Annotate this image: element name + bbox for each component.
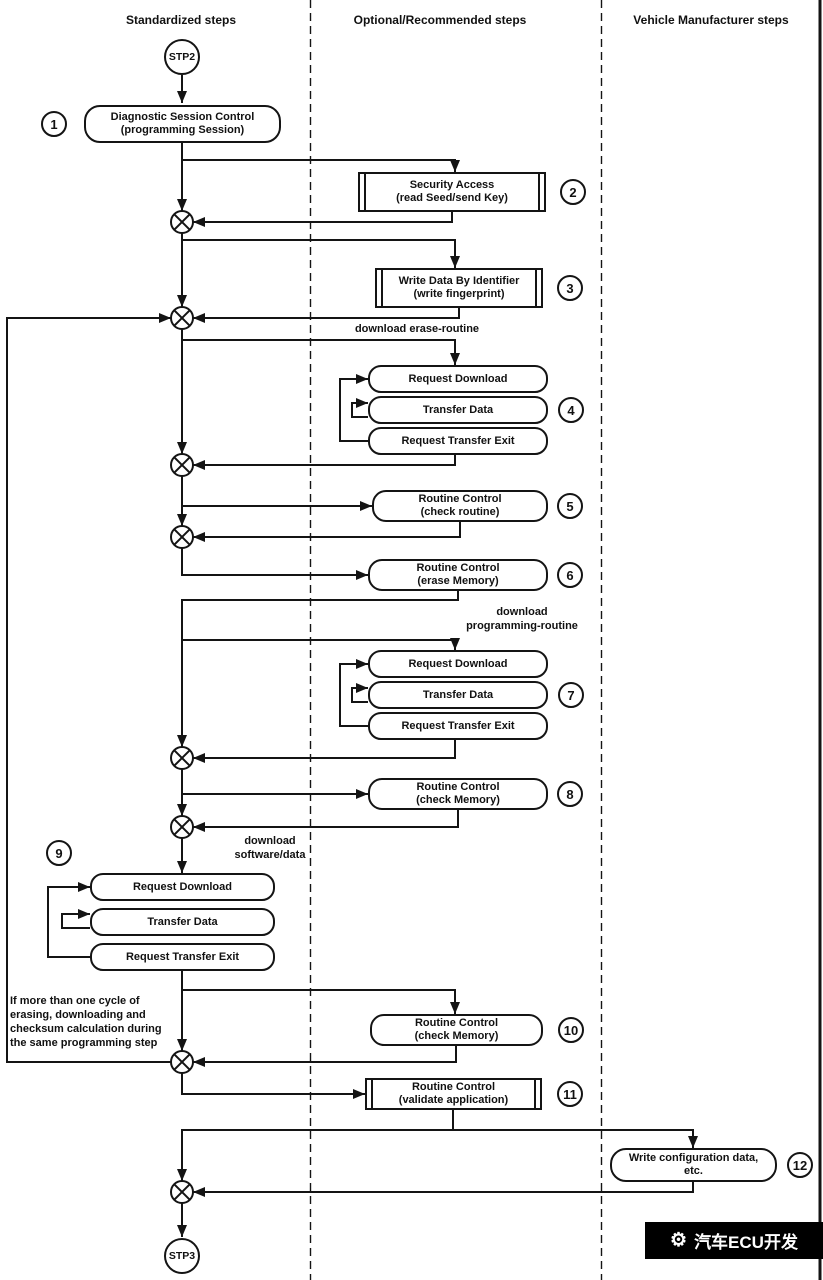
step-write-configuration-data: Write configuration data, etc. — [610, 1148, 777, 1182]
edge-group4-loop-outer — [339, 374, 368, 442]
xor-junction-4 — [170, 525, 194, 549]
edge-group9-loop-outer — [47, 882, 90, 958]
step-number-5: 5 — [557, 493, 583, 519]
step-number-9: 9 — [46, 840, 72, 866]
label-download-erase-routine: download erase-routine — [354, 323, 480, 335]
column-header-manufacturer: Vehicle Manufacturer steps — [633, 13, 789, 27]
step-request-download-4: Request Download — [368, 365, 548, 393]
edge-group7-loop-inner — [351, 683, 368, 703]
edge-branch-download-group7 — [182, 638, 460, 650]
step-transfer-data-4: Transfer Data — [368, 396, 548, 424]
edge-write-config-return — [193, 1182, 694, 1197]
edge-branch-check-memory10 — [182, 989, 460, 1014]
watermark-banner: ⚙ 汽车ECU开发 — [645, 1222, 823, 1259]
step-request-download-7: Request Download — [368, 650, 548, 678]
step-diagnostic-session-control: Diagnostic Session Control (programming … — [84, 105, 281, 143]
edge-validate-to-write-config — [453, 1129, 698, 1148]
edge-group7-return — [193, 740, 456, 763]
step-number-7: 7 — [558, 682, 584, 708]
edge-check-memory8-return — [193, 810, 459, 832]
step-number-11: 11 — [557, 1081, 583, 1107]
xor-junction-1 — [170, 210, 194, 234]
step-transfer-data-7: Transfer Data — [368, 681, 548, 709]
step-routine-control-check-routine: Routine Control (check routine) — [372, 490, 548, 522]
edge-security-access-return — [193, 212, 453, 227]
column-header-standardized: Standardized steps — [125, 13, 237, 27]
step-request-transfer-exit-4: Request Transfer Exit — [368, 427, 548, 455]
xor-junction-7 — [170, 1050, 194, 1074]
column-header-optional: Optional/Recommended steps — [353, 13, 527, 27]
xor-junction-5 — [170, 746, 194, 770]
edge-xor4-erase-memory — [181, 548, 368, 580]
edge-branch-security-access — [182, 159, 460, 172]
gear-logo-icon: ⚙ — [670, 1230, 688, 1251]
xor-junction-3 — [170, 453, 194, 477]
terminal-stp3: STP3 — [164, 1238, 200, 1274]
step-request-download-9: Request Download — [90, 873, 275, 901]
step-number-3: 3 — [557, 275, 583, 301]
xor-junction-8 — [170, 1180, 194, 1204]
step-number-10: 10 — [558, 1017, 584, 1043]
step-routine-control-check-memory-8: Routine Control (check Memory) — [368, 778, 548, 810]
edge-branch-write-fingerprint — [182, 239, 460, 268]
step-request-transfer-exit-7: Request Transfer Exit — [368, 712, 548, 740]
step-number-8: 8 — [557, 781, 583, 807]
step-routine-control-check-memory-10: Routine Control (check Memory) — [370, 1014, 543, 1046]
step-routine-control-validate-application: Routine Control (validate application) — [365, 1078, 542, 1110]
step-security-access: Security Access (read Seed/send Key) — [358, 172, 546, 212]
step-number-12: 12 — [787, 1152, 813, 1178]
step-routine-control-erase-memory: Routine Control (erase Memory) — [368, 559, 548, 591]
xor-junction-2 — [170, 306, 194, 330]
note-repeat-cycle: If more than one cycle of erasing, downl… — [10, 995, 162, 1049]
edge-check-memory10-return — [193, 1046, 457, 1067]
step-number-2: 2 — [560, 179, 586, 205]
step-write-data-by-identifier: Write Data By Identifier (write fingerpr… — [375, 268, 543, 308]
step-transfer-data-9: Transfer Data — [90, 908, 275, 936]
terminal-stp2: STP2 — [164, 39, 200, 75]
edge-branch-download-group4 — [182, 339, 460, 365]
edge-write-fingerprint-return — [193, 308, 460, 323]
edge-xor7-validate — [181, 1073, 365, 1099]
watermark-text: 汽车ECU开发 — [694, 1233, 798, 1252]
step-request-transfer-exit-9: Request Transfer Exit — [90, 943, 275, 971]
edge-erase-memory-to-xor5 — [177, 591, 459, 747]
step-number-1: 1 — [41, 111, 67, 137]
edge-group7-loop-outer — [339, 659, 368, 727]
edge-check-routine-return — [193, 522, 461, 542]
flow-lines — [6, 75, 698, 1237]
edge-validate-to-xor8 — [177, 1110, 454, 1181]
edge-group4-loop-inner — [351, 398, 368, 418]
step-number-4: 4 — [558, 397, 584, 423]
xor-junction-6 — [170, 815, 194, 839]
edge-group9-loop-inner — [61, 909, 90, 929]
edge-repeat-cycle-loop — [6, 313, 171, 1063]
step-number-6: 6 — [557, 562, 583, 588]
edge-group4-return — [193, 455, 456, 470]
label-download-software-data: download software/data — [234, 835, 306, 861]
label-download-programming-routine: download programming-routine — [466, 606, 578, 632]
